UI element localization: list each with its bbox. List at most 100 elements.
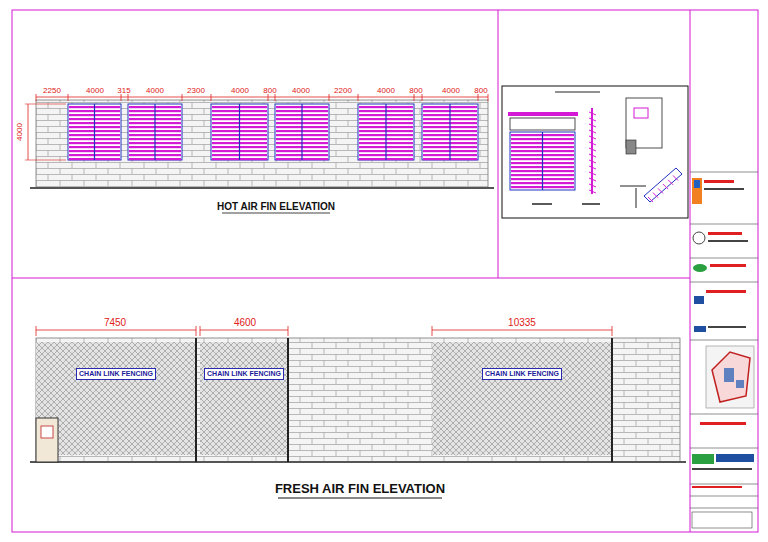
- key-plan-block: [736, 380, 744, 388]
- view-title: HOT AIR FIN ELEVATION: [217, 202, 335, 212]
- section-fin: [589, 154, 596, 157]
- dimension-tick: [121, 94, 122, 101]
- chain-link-mesh: [432, 342, 612, 455]
- key-plan-frame: [706, 346, 754, 408]
- chain-link-mesh: [200, 342, 288, 455]
- title-block: [690, 172, 758, 528]
- dimension-tick: [275, 94, 276, 101]
- blade-fin: [658, 188, 663, 193]
- logo: [693, 264, 707, 272]
- title-text-bar: [708, 240, 748, 242]
- fence-panel: CHAIN LINK FENCING: [432, 342, 612, 455]
- louver-panel: [211, 104, 268, 160]
- dimension-tick: [36, 94, 37, 101]
- panel-label: CHAIN LINK FENCING: [482, 368, 562, 380]
- detail-tag: [510, 118, 575, 130]
- dimension-text: 4000: [377, 87, 395, 95]
- ground-line: [30, 187, 494, 189]
- dimension-tick: [200, 326, 201, 336]
- louver-mullion: [154, 104, 155, 160]
- louver-frame: [68, 104, 121, 160]
- section-fin: [589, 142, 596, 145]
- dimension-text: 2300: [187, 87, 205, 95]
- section-fin: [589, 148, 596, 151]
- section-fin: [589, 160, 596, 163]
- title-text-bar: [692, 486, 742, 488]
- louver-mullion: [94, 104, 95, 160]
- title-underline: [278, 498, 442, 499]
- dimension-tick: [488, 94, 489, 101]
- louver-panel: [68, 104, 121, 160]
- title-block-border: [690, 10, 691, 532]
- detail-part: [634, 108, 648, 118]
- detail-caption-bar: [582, 203, 600, 205]
- title-text-bar: [708, 232, 742, 235]
- detail-caption-bar: [532, 203, 552, 205]
- section-fin: [589, 136, 596, 139]
- detail-blade: [644, 168, 682, 202]
- louver-frame: [422, 104, 478, 160]
- title-text-bar: [700, 422, 746, 425]
- blade-fin: [673, 176, 678, 181]
- logo: [694, 296, 704, 304]
- title-block-row: [690, 496, 758, 497]
- section-line: [591, 108, 593, 194]
- dimension-tick: [25, 104, 66, 105]
- dimension-line: [36, 330, 196, 331]
- louver-panel: [128, 104, 182, 160]
- dimension-text: 2250: [43, 87, 61, 95]
- dimension-tick: [196, 326, 197, 336]
- blade-fin: [663, 184, 668, 189]
- brick-wall: [36, 100, 488, 188]
- logo: [692, 178, 702, 204]
- title-block-row: [690, 282, 758, 283]
- logo: [692, 454, 714, 464]
- key-plan-outline: [712, 352, 750, 402]
- post: [195, 338, 197, 462]
- dimension-tick: [612, 326, 613, 336]
- dimension-text: 4000: [442, 87, 460, 95]
- post: [287, 338, 289, 462]
- ground-line: [30, 461, 686, 463]
- title-block-row: [690, 448, 758, 449]
- dimension-text: 4000: [86, 87, 104, 95]
- sheet-border: [12, 10, 758, 532]
- dimension-text: 4600: [234, 318, 256, 328]
- dimension-text: 800: [263, 87, 276, 95]
- logo: [694, 326, 706, 332]
- detail-line: [620, 186, 646, 187]
- title-block-cell: [692, 512, 752, 528]
- section-fin: [589, 178, 596, 181]
- title-block-row: [690, 508, 758, 509]
- dimension-tick: [432, 326, 433, 336]
- dimension-tick: [288, 326, 289, 336]
- blade-fin: [648, 197, 653, 202]
- louver-frame: [128, 104, 182, 160]
- louver-mullion: [449, 104, 450, 160]
- title-block-row: [690, 224, 758, 225]
- louver-detail: [502, 86, 688, 218]
- panel-label: CHAIN LINK FENCING: [76, 368, 156, 380]
- section-fin: [589, 184, 596, 187]
- louver-panel: [275, 104, 329, 160]
- dimension-line: [432, 330, 612, 331]
- key-plan: [706, 346, 754, 408]
- detail-title-bar: [555, 92, 600, 93]
- dimension-tick: [329, 94, 330, 101]
- brick-wall: [36, 338, 680, 462]
- title-text-bar: [704, 188, 744, 190]
- panel-label: CHAIN LINK FENCING: [204, 368, 284, 380]
- logo: [693, 232, 705, 244]
- louver-mullion: [542, 132, 543, 190]
- title-block-row: [690, 414, 758, 415]
- louver-mullion: [301, 104, 302, 160]
- dimension-text: 4000: [292, 87, 310, 95]
- detail-part: [626, 140, 636, 154]
- chain-link-mesh: [36, 342, 196, 455]
- dimension-tick: [211, 94, 212, 101]
- title-underline: [222, 213, 330, 214]
- dimension-tick: [182, 94, 183, 101]
- dimension-line: [36, 97, 488, 98]
- logo: [694, 180, 700, 188]
